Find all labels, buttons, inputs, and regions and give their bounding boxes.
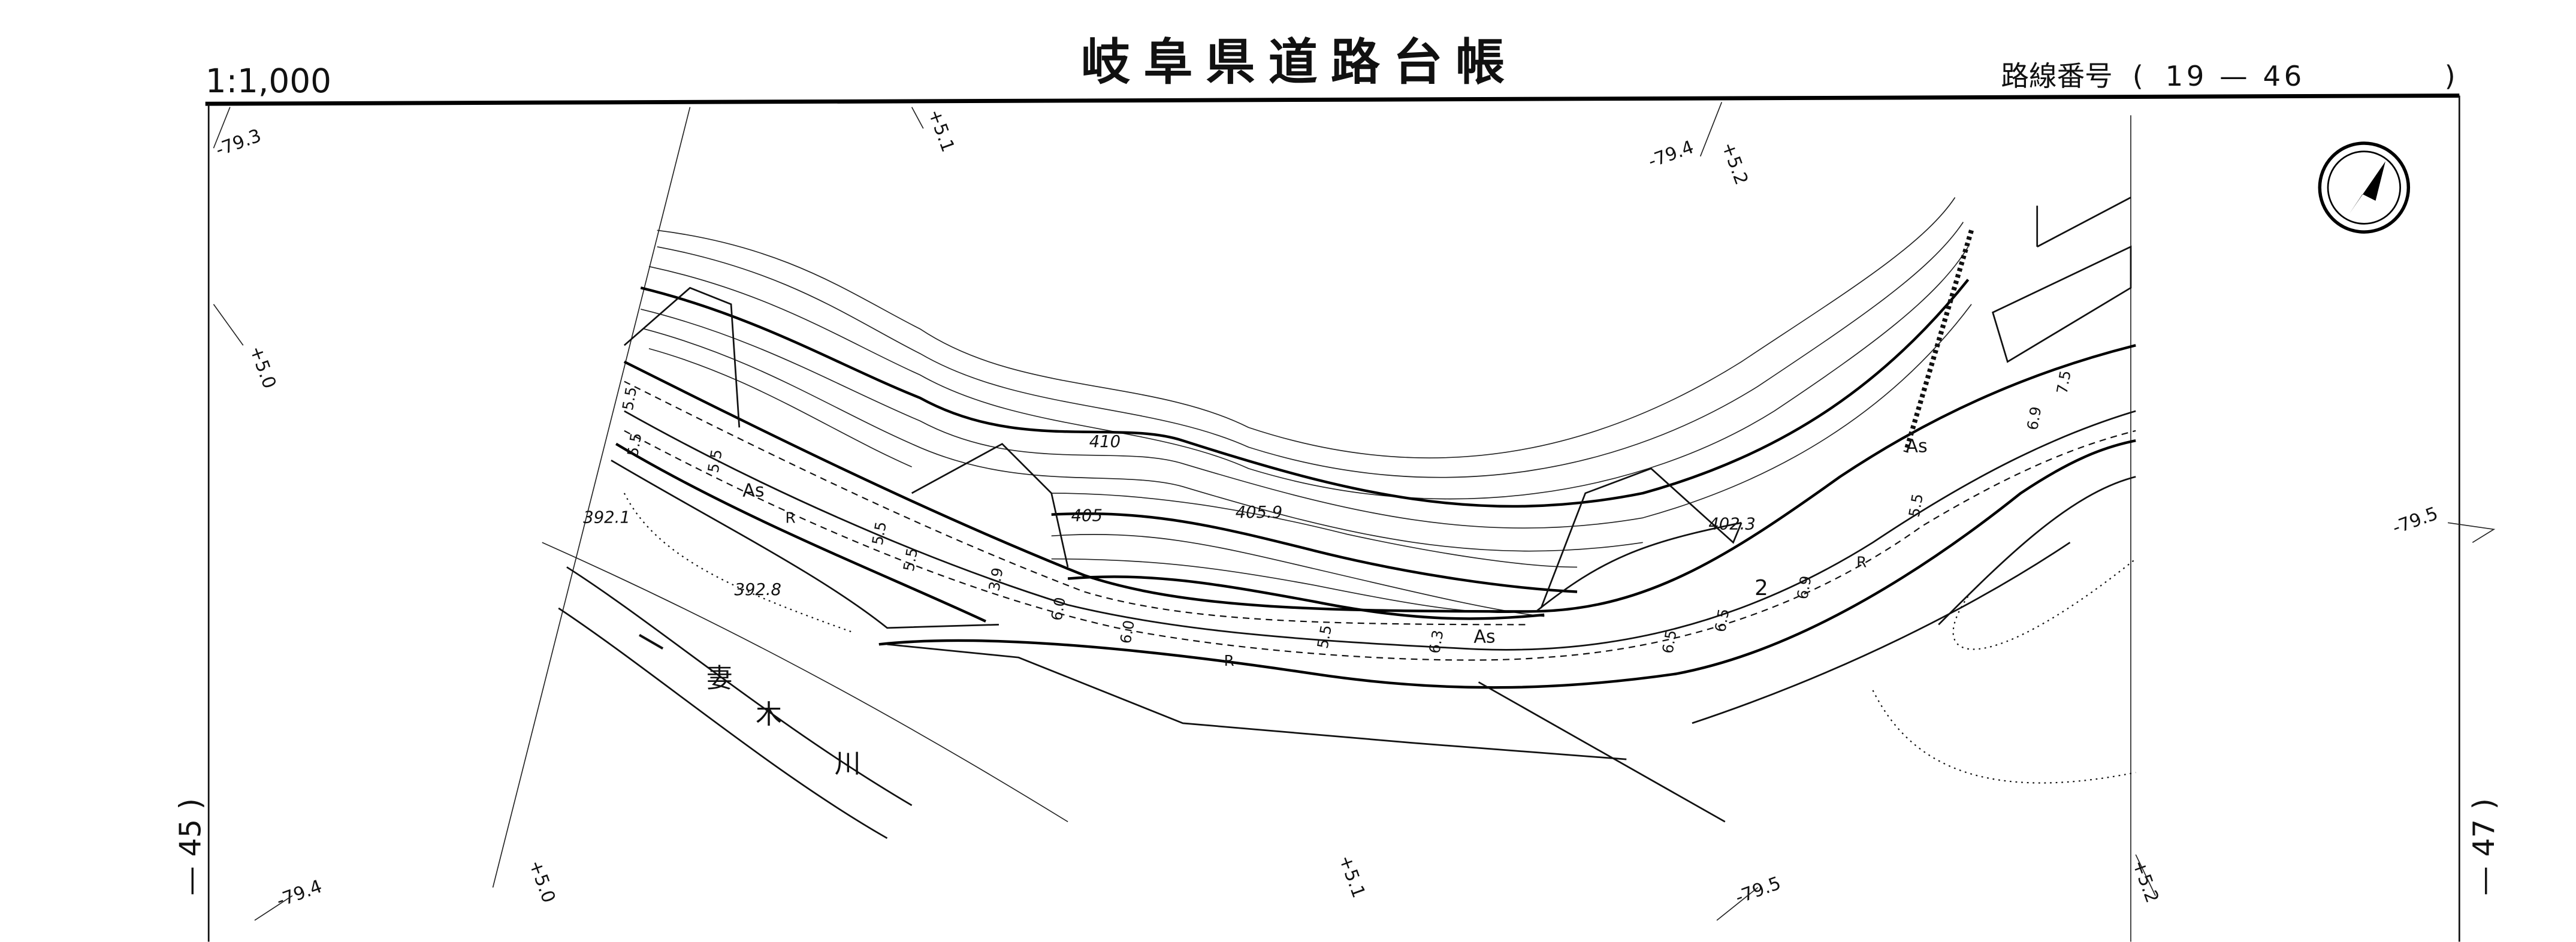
width-label: 6.9 [2024, 405, 2045, 431]
frame-top [205, 93, 2460, 106]
elevation-labels: 410 405 405.9 402.3 392.1 392.8 [583, 433, 1756, 599]
grid-label: +5.0 [524, 858, 559, 906]
north-arrow-icon [2318, 141, 2411, 234]
surface-label: As [1473, 627, 1495, 648]
width-label: 7.5 [2053, 369, 2074, 395]
elevation-label: 405.9 [1236, 503, 1282, 522]
river-name-char: 妻 [706, 663, 733, 694]
route-number: 19 — 46 [2166, 60, 2305, 92]
grid-label: +5.2 [1717, 140, 1752, 188]
surface-label: As [1905, 436, 1927, 457]
width-label: 5.5 [1314, 624, 1335, 650]
grid-label: -79.4 [1645, 137, 1696, 173]
retaining-wall-label: R [1856, 553, 1867, 570]
grid-label: -79.4 [274, 876, 325, 912]
grid-label: -79.5 [2390, 503, 2441, 539]
width-label: 5.5 [704, 448, 725, 474]
width-label: 5.5 [869, 520, 890, 547]
width-label: 6.0 [1047, 596, 1068, 622]
width-label: 6.0 [1117, 619, 1138, 645]
grid-label: +5.1 [1334, 852, 1369, 901]
width-label: 2 [1754, 576, 1768, 600]
retaining-wall-label: R [1224, 652, 1234, 669]
sheet-boundary-left [492, 107, 691, 888]
width-label: 6.9 [1793, 575, 1814, 601]
structures [623, 197, 2132, 609]
width-label: 6.5 [1659, 629, 1680, 655]
route-number-label: 路線番号 [2001, 60, 2112, 92]
map-title: 岐阜県道路台帳 [1081, 34, 1518, 91]
adjacent-sheet-right: — 47 ) [2466, 798, 2501, 896]
grid-labels: -79.3 +5.1 -79.4 +5.2 +5.0 -79.5 -79.4 +… [213, 107, 2441, 912]
width-label: 5.5 [624, 431, 645, 458]
elevation-label: 405 [1071, 507, 1103, 526]
elevation-label: 392.1 [583, 508, 630, 527]
grid-ticks [213, 102, 2496, 921]
river-name-char: 木 [756, 699, 782, 730]
grid-label: +5.0 [245, 343, 280, 392]
width-label: 6.3 [1426, 629, 1446, 655]
surface-label: As [742, 480, 764, 501]
grid-label: -79.5 [1732, 872, 1783, 908]
adjacent-sheet-left: — 45 ) [173, 798, 207, 896]
grid-label: +5.2 [2128, 858, 2163, 906]
width-label: 5.5 [619, 385, 640, 412]
width-label: 5.5 [1905, 493, 1926, 519]
width-labels: 5.5 5.5 5.5 5.5 5.5 3.9 6.0 6.0 5.5 6.3 … [619, 369, 2074, 655]
road-labels: As As As R R R [742, 436, 1927, 669]
retaining-wall-label: R [786, 509, 796, 526]
route-open: ( [2133, 60, 2143, 92]
river-name-char: 川 [835, 748, 861, 779]
width-label: 6.5 [1711, 607, 1732, 633]
river-flow-arrow: 一 [629, 620, 672, 665]
elevation-label: 410 [1089, 433, 1121, 451]
route-close: ) [2445, 60, 2456, 92]
width-label: 5.5 [900, 547, 921, 573]
contour-lines [640, 197, 1972, 620]
scale-label: 1:1,000 [206, 62, 331, 100]
elevation-label: 392.8 [735, 581, 781, 599]
width-label: 3.9 [985, 566, 1006, 593]
grid-label: +5.1 [924, 107, 959, 155]
